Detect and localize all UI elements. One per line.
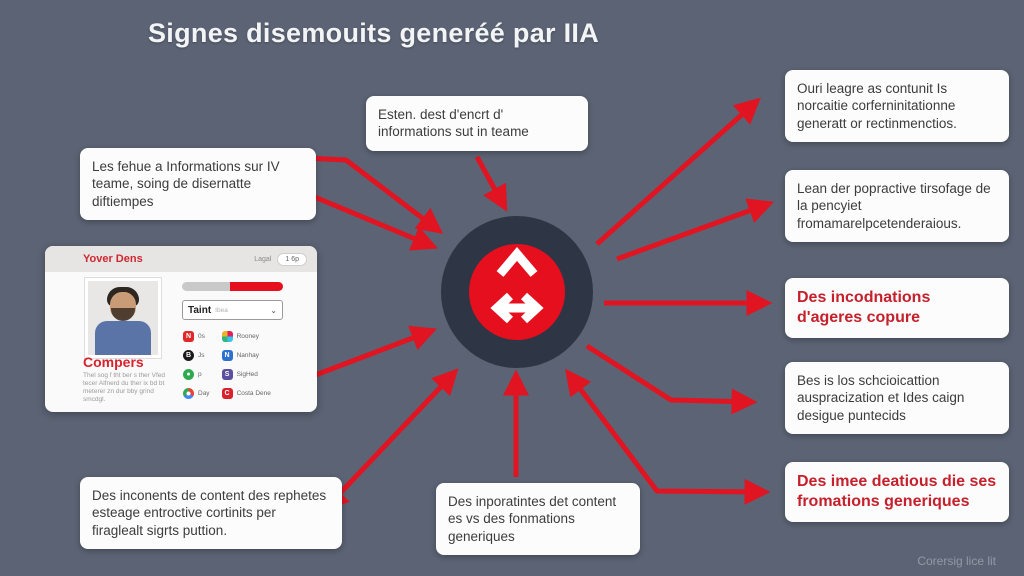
textbox-bottom-center: Des inporatintes det content es vs des f… bbox=[436, 483, 640, 555]
central-hub bbox=[441, 216, 593, 368]
chevron-down-icon: ⌄ bbox=[270, 305, 277, 315]
app-row: Day bbox=[183, 387, 210, 399]
arrow-topleft-to-hub-2 bbox=[297, 187, 438, 251]
app-label: Rooney bbox=[236, 332, 259, 340]
app-row: N Nanhay bbox=[221, 349, 271, 361]
app-row: B Js bbox=[183, 349, 210, 361]
arrow-hub-to-right1 bbox=[595, 97, 761, 246]
app-column-2: Rooney N Nanhay S SigHed C Costa Dene bbox=[221, 330, 271, 399]
dropdown-label: Taint bbox=[188, 304, 212, 316]
arrow-hub-right5-double bbox=[565, 368, 771, 505]
profile-photo bbox=[85, 278, 161, 358]
arrow-topcenter-to-hub bbox=[474, 155, 508, 212]
app-row: N 0s bbox=[183, 330, 210, 342]
textbox-right-5-text: Des imee deatious die ses fromations gen… bbox=[797, 473, 997, 510]
multicolor-app-icon bbox=[221, 330, 233, 342]
app-label: p bbox=[198, 370, 202, 378]
app-label: Costa Dene bbox=[236, 389, 271, 397]
browser-app-icon bbox=[183, 387, 194, 399]
arrow-card-to-hub bbox=[312, 325, 438, 379]
textbox-right-2-text: Lean der popractive tirsofage de la penc… bbox=[797, 181, 991, 231]
app-label: Day bbox=[198, 389, 210, 397]
arrow-hub-to-right4 bbox=[585, 343, 758, 415]
card-title: Yover Dens bbox=[83, 253, 143, 265]
black-circle-app-icon: B bbox=[183, 349, 194, 361]
textbox-right-3: Des incodnations d'ageres copure bbox=[785, 278, 1009, 338]
card-header-button[interactable]: 1 6p bbox=[277, 252, 307, 266]
textbox-right-1: Ouri leagre as contunit Is norcaitie cor… bbox=[785, 70, 1009, 142]
app-row: Rooney bbox=[221, 330, 271, 342]
textbox-right-4: Bes is los schcioicattion auspracization… bbox=[785, 362, 1009, 434]
progress-bar-fill bbox=[230, 282, 283, 291]
app-row: S SigHed bbox=[221, 368, 271, 380]
app-label: Nanhay bbox=[236, 351, 259, 359]
arrow-hub-to-right2 bbox=[616, 198, 775, 262]
textbox-top-left: Les fehue a Informations sur IV teame, s… bbox=[80, 148, 316, 220]
app-row: ● p bbox=[183, 368, 210, 380]
textbox-right-5: Des imee deatious die ses fromations gen… bbox=[785, 462, 1009, 522]
green-circle-app-icon: ● bbox=[183, 368, 194, 380]
app-label: 0s bbox=[198, 332, 205, 340]
textbox-top-center: Esten. dest d'encrt d' informations sut … bbox=[366, 96, 588, 151]
arrow-bottomleft-hub-double bbox=[322, 368, 459, 512]
textbox-right-3-text: Des incodnations d'ageres copure bbox=[797, 289, 931, 326]
app-label: SigHed bbox=[236, 370, 258, 378]
card-section-title: Compers bbox=[83, 354, 144, 370]
card-meta-label: Lagal bbox=[254, 255, 272, 263]
profile-card: Yover Dens Lagal 1 6p Taint Ibea ⌄ Compe… bbox=[45, 246, 317, 412]
progress-bar bbox=[182, 282, 283, 291]
card-header-right: Lagal 1 6p bbox=[254, 252, 307, 266]
recycle-icon bbox=[490, 247, 544, 324]
taint-dropdown[interactable]: Taint Ibea ⌄ bbox=[182, 300, 283, 320]
app-label: Js bbox=[198, 351, 205, 359]
red-square-app-icon: C bbox=[221, 387, 233, 399]
textbox-right-4-text: Bes is los schcioicattion auspracization… bbox=[797, 373, 965, 423]
app-column-1: N 0s B Js ● p Day bbox=[183, 330, 210, 399]
textbox-bottom-left: Des inconents de content des rephetes es… bbox=[80, 477, 342, 549]
blue-app-icon: N bbox=[221, 349, 233, 361]
textbox-bottom-center-text: Des inporatintes det content es vs des f… bbox=[448, 494, 617, 544]
arrow-topleft-to-hub-1 bbox=[305, 155, 444, 234]
card-paragraph: Thel sog f tht ber s ther Vfed tecer Alf… bbox=[83, 372, 166, 404]
textbox-right-1-text: Ouri leagre as contunit Is norcaitie cor… bbox=[797, 81, 957, 131]
dropdown-sublabel: Ibea bbox=[215, 306, 228, 314]
card-header: Yover Dens Lagal 1 6p bbox=[45, 246, 317, 272]
app-list: N 0s B Js ● p Day Roon bbox=[183, 330, 271, 399]
red-app-icon: N bbox=[183, 330, 194, 342]
textbox-right-2: Lean der popractive tirsofage de la penc… bbox=[785, 170, 1009, 242]
purple-app-icon: S bbox=[221, 368, 233, 380]
textbox-top-left-text: Les fehue a Informations sur IV teame, s… bbox=[92, 159, 280, 209]
page-title: Signes disemouits generéé par IIA bbox=[148, 18, 600, 48]
photo-beard bbox=[111, 308, 135, 321]
photo-shirt bbox=[95, 321, 151, 355]
app-row: C Costa Dene bbox=[221, 387, 271, 399]
textbox-bottom-left-text: Des inconents de content des rephetes es… bbox=[92, 488, 327, 538]
textbox-top-center-text: Esten. dest d'encrt d' informations sut … bbox=[378, 107, 529, 140]
watermark: Corersig lice lit bbox=[917, 554, 996, 568]
